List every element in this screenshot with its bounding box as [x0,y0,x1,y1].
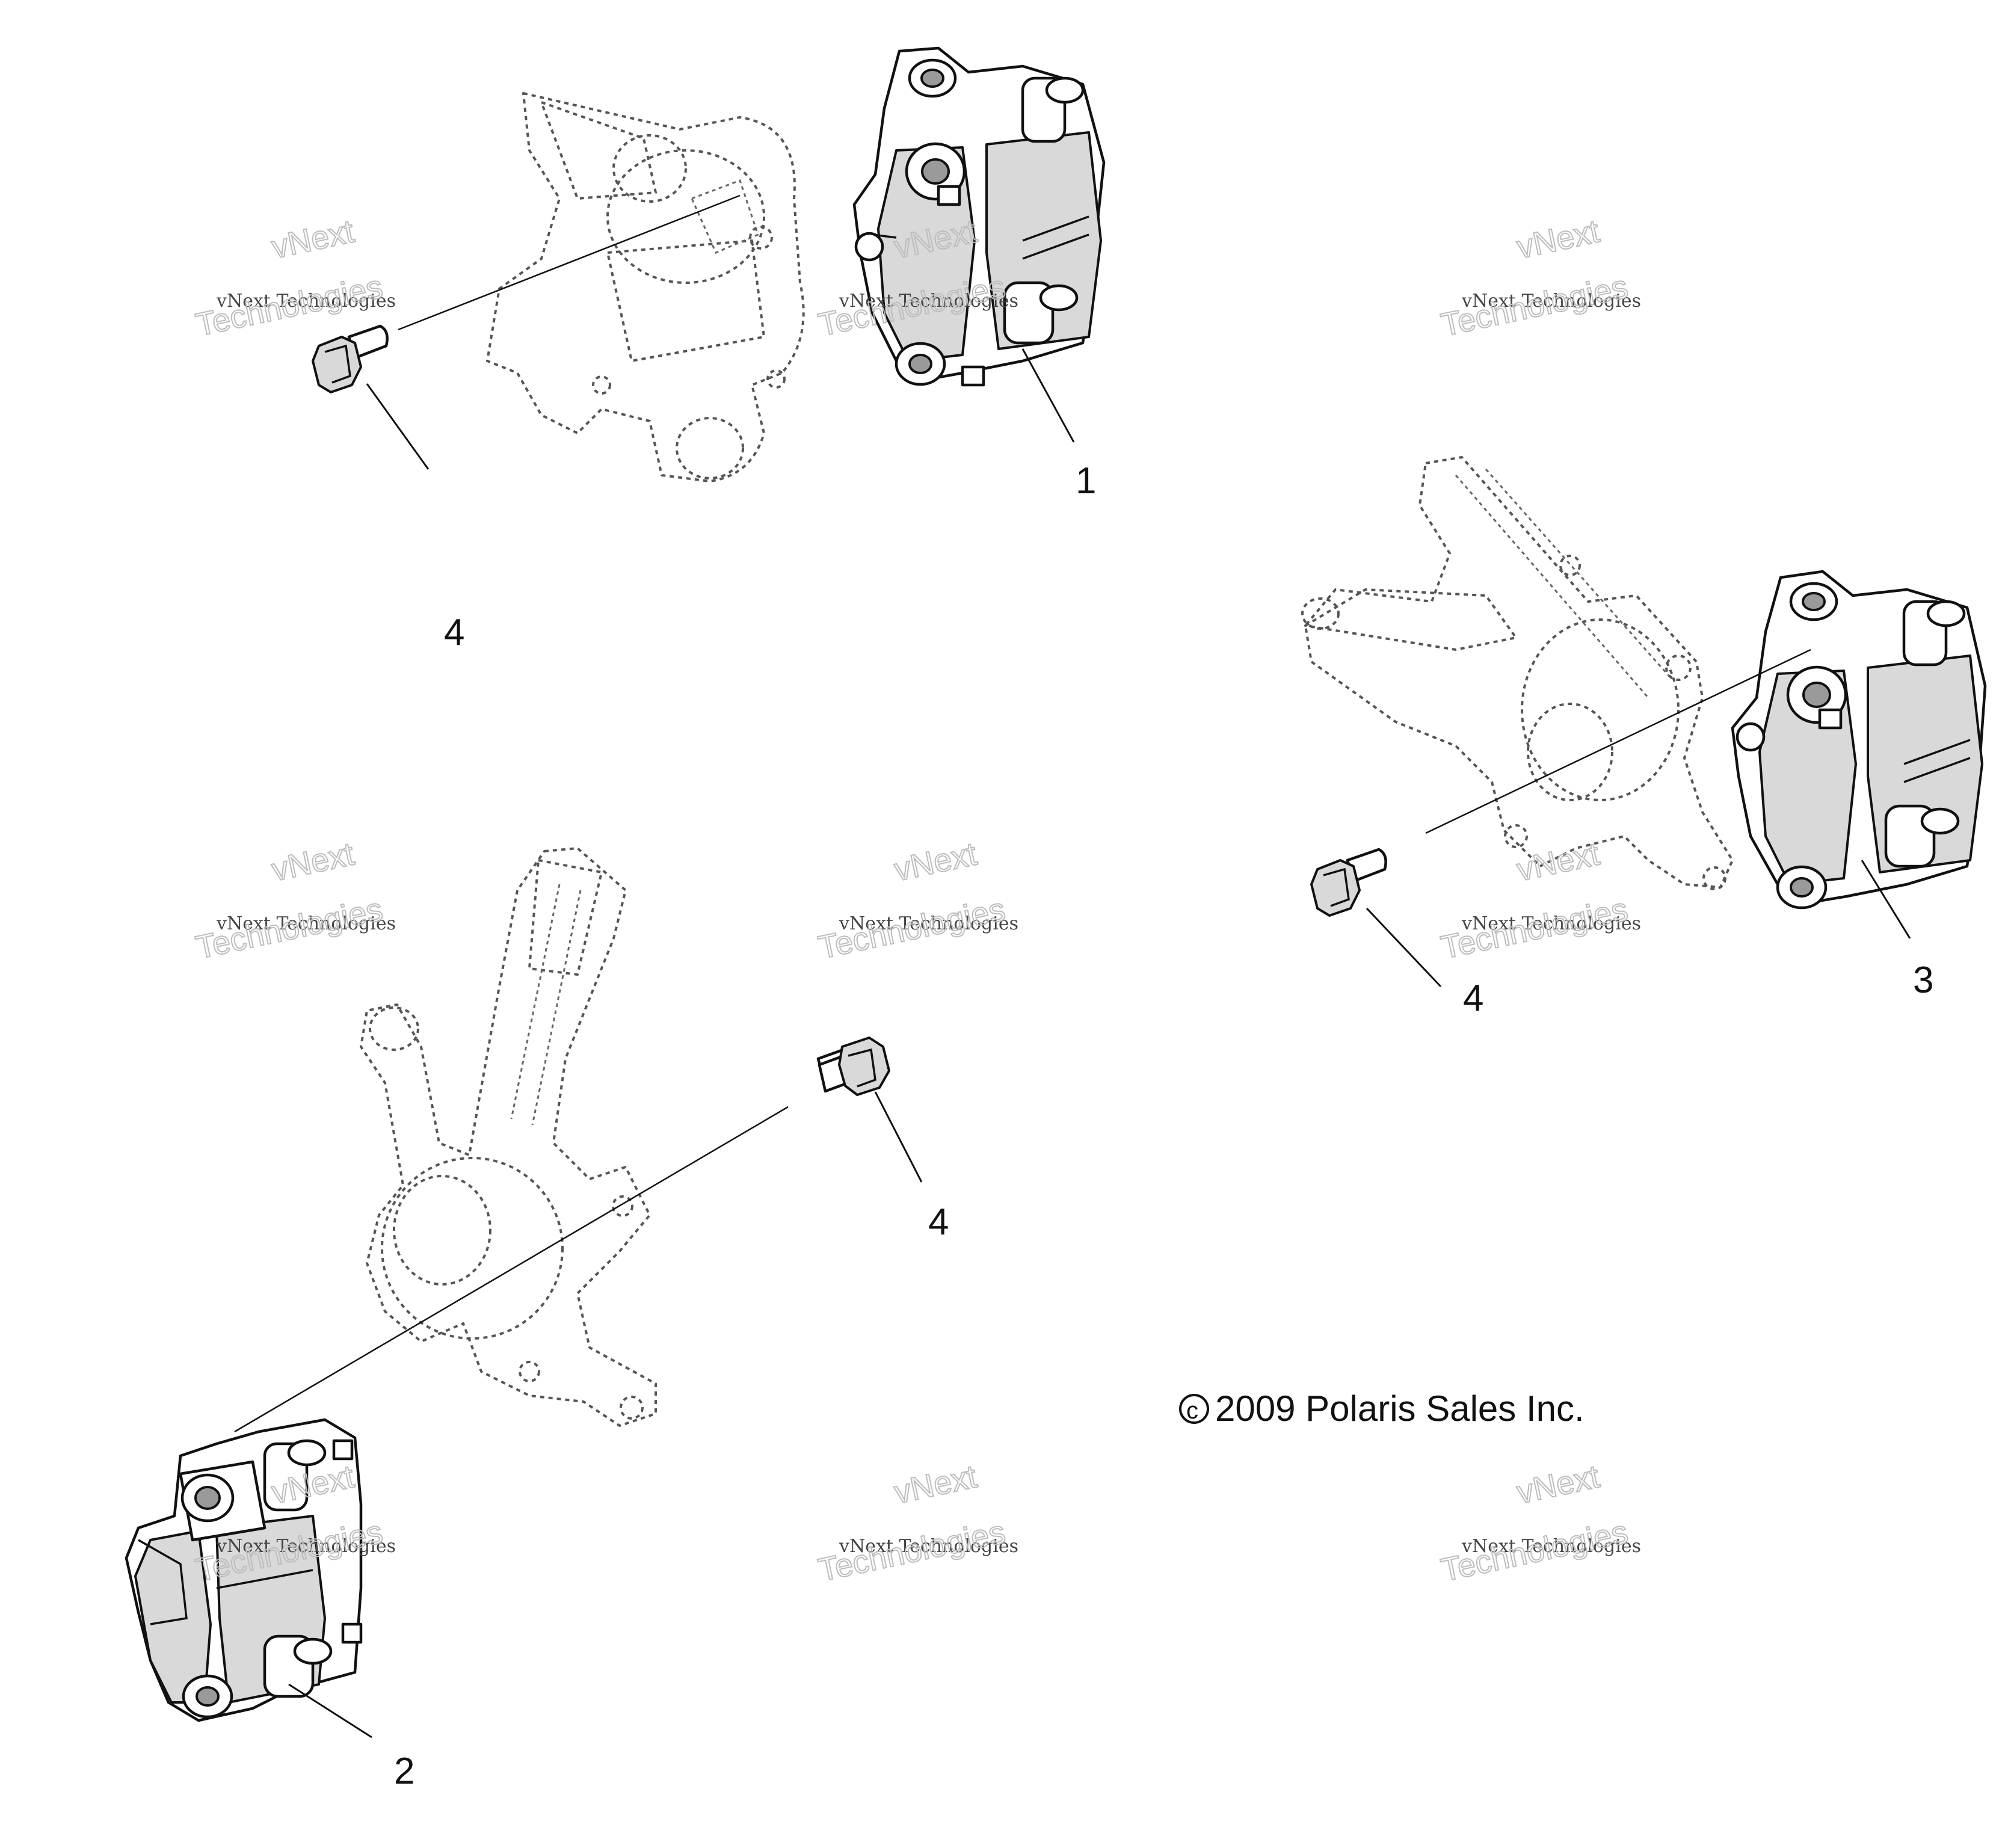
leader-2 [288,1683,372,1739]
copyright-symbol-letter: c [1186,1397,1198,1424]
ghost-knuckle-bottom-left [360,847,657,1427]
leader-1 [1021,348,1075,443]
watermark-8-small: vNext Technologies [839,1536,1018,1557]
copyright-notice: c 2009 Polaris Sales Inc. [1179,1388,1585,1429]
axis-line-bottom [234,1106,789,1433]
bolt-4-top [312,324,389,393]
axis-line-right [1425,648,1811,834]
watermark-8-top: vNext [891,1458,980,1511]
callout-4-bottom: 4 [928,1201,949,1243]
watermark-6: vNext vNext Technologies Technologies [1437,835,1641,966]
leader-4-bottom [874,1091,923,1183]
watermark-3: vNext vNext Technologies Technologies [1437,212,1641,343]
watermark-6-bottom: Technologies [1438,891,1631,966]
copyright-text: 2009 Polaris Sales Inc. [1215,1388,1585,1429]
callout-4-top: 4 [444,612,464,653]
watermark-9-bottom: Technologies [1438,1514,1631,1588]
leader-3 [1861,860,1911,939]
watermark-4-bottom: Technologies [192,891,386,966]
axis-line-top [398,194,741,331]
watermark-4-top: vNext [268,836,357,888]
callout-1: 1 [1076,460,1096,502]
callout-3: 3 [1913,959,1933,1001]
watermark-2-small: vNext Technologies [839,291,1018,312]
watermark-5-top: vNext [891,836,980,888]
leader-4-top [366,383,430,470]
watermark-1-top: vNext [268,213,357,265]
watermark-5: vNext vNext Technologies Technologies [815,835,1018,966]
watermark-5-bottom: Technologies [815,891,1008,966]
leader-4-right [1366,907,1442,988]
watermark-9-top: vNext [1514,1458,1603,1511]
copyright-symbol-icon [1179,1394,1209,1424]
bolt-4-bottom [816,1036,890,1096]
watermark-8-bottom: Technologies [815,1514,1008,1588]
ghost-knuckle-top-left [486,92,805,482]
watermark-7-small: vNext Technologies [216,1536,396,1557]
callout-2: 2 [394,1751,414,1792]
callout-4-right: 4 [1463,978,1483,1019]
watermark-5-small: vNext Technologies [839,913,1018,934]
watermark-1-bottom: Technologies [192,268,386,343]
watermark-3-small: vNext Technologies [1461,291,1641,312]
watermark-8: vNext vNext Technologies Technologies [815,1458,1018,1589]
watermark-4-small: vNext Technologies [216,913,396,934]
watermark-9-small: vNext Technologies [1461,1536,1641,1557]
ghost-knuckle-right [1301,456,1734,890]
watermark-6-top: vNext [1514,836,1603,888]
brake-caliper-3 [1731,570,1987,910]
watermark-1-small: vNext Technologies [216,291,396,312]
watermark-6-small: vNext Technologies [1461,913,1641,934]
bolt-4-right [1310,848,1387,917]
brake-caliper-2 [125,1418,363,1722]
watermark-4: vNext vNext Technologies Technologies [192,835,396,966]
watermark-3-top: vNext [1514,213,1603,265]
watermark-9: vNext vNext Technologies Technologies [1437,1458,1641,1589]
watermark-3-bottom: Technologies [1438,268,1631,343]
brake-caliper-1 [852,46,1106,387]
